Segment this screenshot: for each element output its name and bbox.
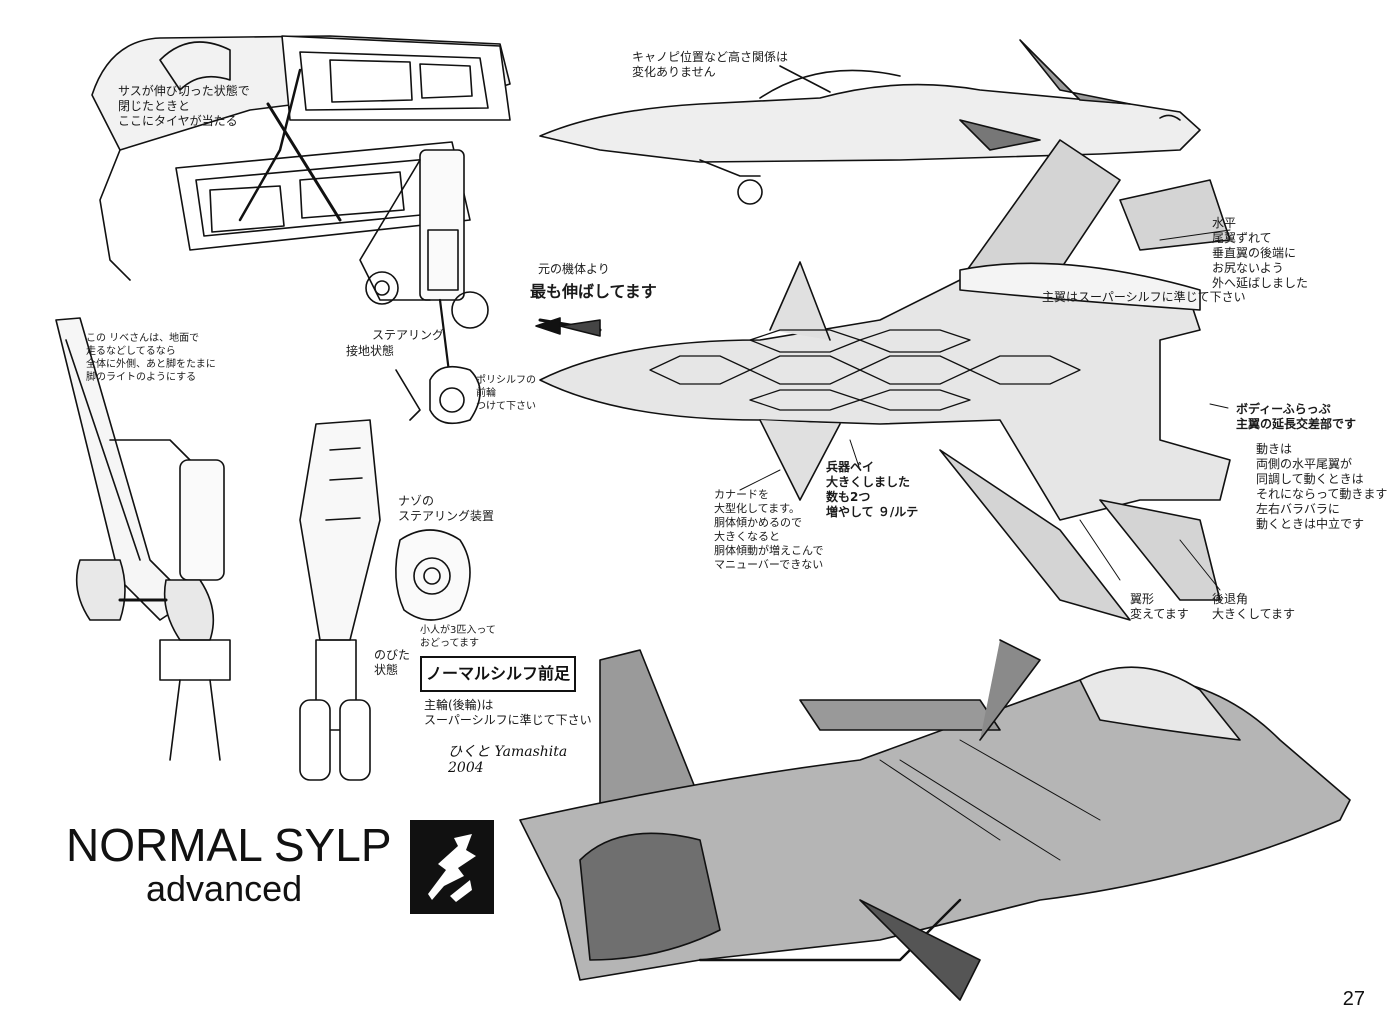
note-steering: ステアリング	[372, 328, 445, 342]
note-wing-shape: 翼形 変えてます	[1130, 592, 1189, 621]
note-small-parts: 小人が3匹入って おどってます	[420, 625, 496, 649]
note-extension: 最も伸ばしてます	[530, 282, 657, 301]
note-main-wheel: 主輪(後輪)は スーパーシルフに準じて下さい	[424, 698, 592, 727]
perspective-aircraft	[519, 639, 1351, 1001]
page-subtitle: advanced	[146, 868, 303, 909]
note-original: 元の機体より	[538, 262, 610, 276]
note-canard: カナードを 大型化してます。 胴体傾かめるので 大きくなると 胴体傾動が増えこん…	[714, 488, 824, 571]
note-movement: 動きは 両側の水平尾翼が 同調して動くときは それにならって動きます 左右バラバ…	[1256, 442, 1388, 531]
note-main-wing: 主翼はスーパーシルフに準じて下さい	[1042, 290, 1246, 304]
gear-door-panels	[91, 35, 511, 281]
artist-signature: ひくと Yamashita 2004	[448, 744, 568, 776]
left-gear-arm	[55, 317, 231, 761]
note-extended-state: のびた 状態	[374, 648, 411, 677]
note-weapons-bay: 兵器ベイ 大きくしました 数も2つ 増やして ９/ルテ	[826, 460, 919, 519]
note-mystery-steering: ナゾの ステアリング装置	[398, 494, 495, 523]
nose-gear-strut	[359, 149, 489, 425]
annotation-leader-lines	[739, 229, 1231, 591]
boxed-label: ノーマルシルフ前足	[420, 656, 576, 692]
note-left-middle: この リベさんは、地面で 走るなどしてるなら 全体に外側、あと脚をたまに 脚のラ…	[86, 333, 216, 383]
top-view-aircraft	[535, 139, 1231, 621]
note-front-wheel: ポリシルフの 前輪 つけて下さい	[476, 375, 536, 412]
sylph-emblem-icon	[410, 820, 494, 914]
note-sweep-angle: 後退角 大きくしてます	[1212, 592, 1296, 621]
page-number: 27	[1342, 988, 1365, 1010]
note-tail: 水平 尾翼ずれて 垂直翼の後端に お尻ないよう 外へ延ばしました	[1212, 216, 1309, 290]
note-ground-contact: 接地状態	[346, 344, 395, 358]
middle-gear-arm	[299, 419, 471, 781]
note-canopy: キャノピ位置など高さ関係は 変化ありません	[632, 50, 789, 79]
side-view-aircraft	[539, 39, 1201, 205]
note-pivot: ボディーふらっぷ 主翼の延長交差部です	[1236, 402, 1357, 431]
note-top-left: サスが伸び切った状態で 閉じたときと ここにタイヤが当たる	[118, 84, 250, 128]
page-title: NORMAL SYLP	[66, 819, 392, 871]
